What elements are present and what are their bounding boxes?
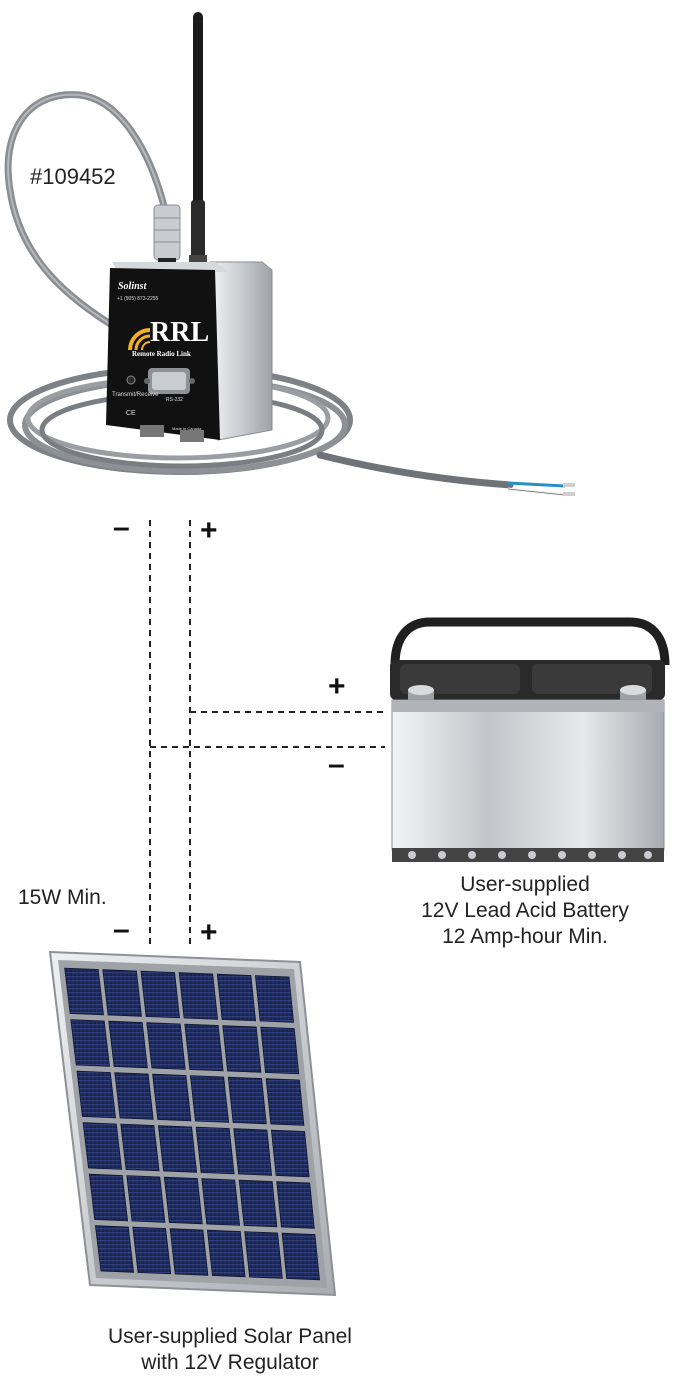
solar-cell	[201, 1178, 241, 1226]
solar-cell	[254, 975, 295, 1023]
antenna	[189, 12, 207, 269]
rrl-device	[106, 261, 273, 442]
solar-cell	[152, 1073, 192, 1122]
battery-caption-line3: 12 Amp-hour Min.	[442, 925, 608, 948]
solar-cell	[276, 1181, 315, 1229]
panel-caption: User-supplied Solar Panel with 12V Regul…	[40, 1324, 420, 1376]
device-brand: Solinst	[118, 281, 147, 292]
panel-caption-line2: with 12V Regulator	[141, 1351, 319, 1374]
device-port-label: RS-232	[166, 397, 183, 403]
solar-cell	[189, 1075, 230, 1123]
solar-cell	[157, 1125, 198, 1173]
device-ce-mark: CE	[126, 410, 136, 417]
solar-cell	[244, 1231, 283, 1279]
solar-cell	[270, 1129, 310, 1178]
transmit-led-icon	[126, 375, 136, 385]
panel-rating-label: 15W Min.	[18, 886, 107, 909]
solar-cell	[222, 1025, 262, 1073]
solar-cell	[88, 1173, 129, 1222]
solar-cell	[281, 1232, 320, 1281]
panel-caption-line1: User-supplied Solar Panel	[108, 1325, 352, 1348]
device-negative-sign: –	[113, 511, 130, 544]
solar-cell	[140, 970, 180, 1019]
device-positive-sign: +	[200, 514, 218, 547]
solar-cell	[114, 1072, 154, 1120]
solar-cell	[146, 1022, 186, 1070]
solar-cell	[265, 1078, 305, 1126]
battery	[390, 617, 670, 862]
solar-cell	[233, 1128, 273, 1176]
solar-cell	[216, 973, 257, 1022]
device-phone: +1 (905) 873-2255	[117, 296, 159, 302]
solar-cell	[120, 1123, 160, 1172]
battery-positive-sign: +	[328, 670, 346, 703]
solar-cell	[76, 1070, 116, 1119]
solar-cell	[238, 1179, 278, 1228]
wiring-lines	[149, 520, 385, 945]
solar-cell	[227, 1076, 267, 1125]
solar-cell	[70, 1019, 110, 1067]
solar-cell	[102, 969, 142, 1017]
rs232-port-icon	[144, 368, 195, 394]
solar-cell	[126, 1175, 166, 1223]
sensor-cable-loop	[4, 91, 169, 334]
solar-panel	[48, 950, 337, 1297]
solar-cell	[184, 1023, 224, 1072]
solar-cell	[94, 1225, 135, 1273]
device-led-label: Transmit/Receive	[112, 392, 159, 398]
panel-positive-sign: +	[200, 916, 218, 949]
battery-caption-line2: 12V Lead Acid Battery	[421, 899, 629, 922]
solar-cell	[195, 1126, 235, 1175]
device-origin: Made in Canada	[172, 426, 202, 431]
panel-negative-sign: –	[113, 913, 130, 946]
part-number-label: #109452	[30, 164, 116, 189]
rrl-logo-icon	[128, 328, 151, 351]
solar-cell	[108, 1020, 148, 1069]
cable-connector	[153, 204, 181, 270]
battery-caption-line1: User-supplied	[460, 873, 590, 896]
solar-cell	[206, 1229, 246, 1278]
device-model-full: Remote Radio Link	[132, 350, 191, 358]
solar-cell	[132, 1226, 172, 1275]
solar-cell-grid	[64, 967, 320, 1281]
device-model: RRL	[150, 317, 210, 348]
wire-leads	[507, 481, 575, 497]
solar-cell	[169, 1228, 209, 1276]
solar-cell	[260, 1026, 300, 1075]
battery-caption: User-supplied 12V Lead Acid Battery 12 A…	[380, 872, 670, 950]
solar-cell	[64, 967, 104, 1016]
solar-cell	[82, 1122, 123, 1170]
solar-cell	[178, 972, 219, 1020]
solar-cell	[163, 1176, 203, 1225]
battery-negative-sign: –	[328, 748, 345, 781]
